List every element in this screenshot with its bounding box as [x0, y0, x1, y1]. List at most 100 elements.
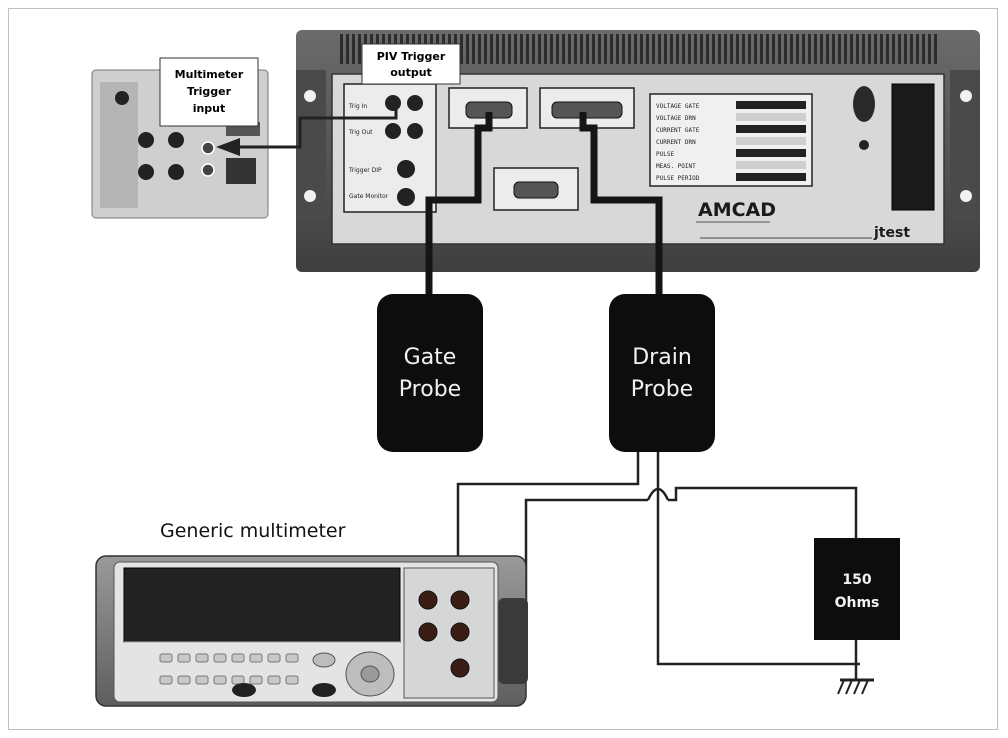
fin	[724, 34, 727, 64]
bnc-port	[407, 95, 423, 111]
fin	[688, 34, 691, 64]
terminal	[115, 91, 129, 105]
fin	[844, 34, 847, 64]
fin	[838, 34, 841, 64]
terminal	[168, 164, 184, 180]
terminal	[419, 591, 437, 609]
port-label: Trig Out	[348, 129, 373, 136]
fin	[766, 34, 769, 64]
lcd-row-label: PULSE	[656, 151, 674, 158]
fin	[508, 34, 511, 64]
drain-probe: Drain Probe	[609, 294, 715, 452]
resistor-wire	[668, 488, 856, 538]
drain-probe-label: Drain	[632, 345, 692, 370]
fin	[790, 34, 793, 64]
rack-hole	[960, 190, 972, 202]
fin	[676, 34, 679, 64]
fin	[562, 34, 565, 64]
resistor-label: Ohms	[835, 595, 880, 611]
lcd-row-label: CURRENT GATE	[656, 127, 700, 134]
fin	[856, 34, 859, 64]
rack-hole	[960, 90, 972, 102]
fin	[808, 34, 811, 64]
fin	[526, 34, 529, 64]
fin	[622, 34, 625, 64]
terminal	[138, 132, 154, 148]
fin	[802, 34, 805, 64]
fin	[922, 34, 925, 64]
fin	[568, 34, 571, 64]
fin	[892, 34, 895, 64]
fin	[874, 34, 877, 64]
fin	[544, 34, 547, 64]
fin	[904, 34, 907, 64]
dmm-key	[232, 654, 244, 662]
dmm-key	[313, 653, 335, 667]
fin	[934, 34, 937, 64]
label-line: Trigger	[187, 85, 232, 98]
dmm-key	[214, 676, 226, 684]
fin	[490, 34, 493, 64]
resistor-body	[814, 538, 900, 640]
lcd-row-label: CURRENT DRN	[656, 139, 696, 146]
bnc-port	[397, 188, 415, 206]
fin	[658, 34, 661, 64]
fin	[532, 34, 535, 64]
fin	[652, 34, 655, 64]
dmm-key	[250, 654, 262, 662]
lcd-value-field	[736, 101, 806, 109]
indicator-led	[859, 140, 869, 150]
fin	[358, 34, 361, 64]
terminal	[419, 623, 437, 641]
generic-multimeter	[96, 556, 528, 706]
fin	[628, 34, 631, 64]
bnc-port	[407, 123, 423, 139]
lcd-value-field	[736, 125, 806, 133]
dmm-key	[196, 654, 208, 662]
dmm-key	[250, 676, 262, 684]
terminal	[451, 659, 469, 677]
fin	[514, 34, 517, 64]
fin	[538, 34, 541, 64]
drain-probe-label: Probe	[631, 377, 693, 402]
fin	[646, 34, 649, 64]
fin	[496, 34, 499, 64]
dmm-key	[286, 676, 298, 684]
dmm-handle	[498, 598, 528, 684]
aux-db-connector	[514, 182, 558, 198]
dmm-key	[268, 654, 280, 662]
control-knob	[853, 86, 875, 122]
fin	[472, 34, 475, 64]
drain-probe-body	[609, 294, 715, 452]
trigger-bnc	[202, 142, 214, 154]
dmm-nav-center	[361, 666, 379, 682]
lcd-row-label: PULSE PERIOD	[656, 175, 700, 182]
trigger-bnc	[202, 164, 214, 176]
fin	[634, 34, 637, 64]
fin	[574, 34, 577, 64]
fin	[352, 34, 355, 64]
fin	[916, 34, 919, 64]
gate-probe-label: Gate	[404, 345, 457, 370]
dmm-key	[286, 654, 298, 662]
fin	[862, 34, 865, 64]
fin	[478, 34, 481, 64]
fin	[814, 34, 817, 64]
fin	[826, 34, 829, 64]
rack-hole	[304, 190, 316, 202]
fin	[850, 34, 853, 64]
fin	[772, 34, 775, 64]
fin	[610, 34, 613, 64]
piv-trigger-output-label: PIV Trigger output	[362, 44, 460, 84]
lcd-value-field	[736, 137, 806, 145]
port-label: Trigger DIP	[348, 167, 382, 174]
ground-icon	[838, 680, 874, 694]
fin	[598, 34, 601, 64]
fin	[556, 34, 559, 64]
lcd-row-label: VOLTAGE DRN	[656, 115, 696, 122]
fin	[796, 34, 799, 64]
fin	[700, 34, 703, 64]
fin	[820, 34, 823, 64]
dmm-key	[312, 683, 336, 697]
bnc-port	[385, 123, 401, 139]
